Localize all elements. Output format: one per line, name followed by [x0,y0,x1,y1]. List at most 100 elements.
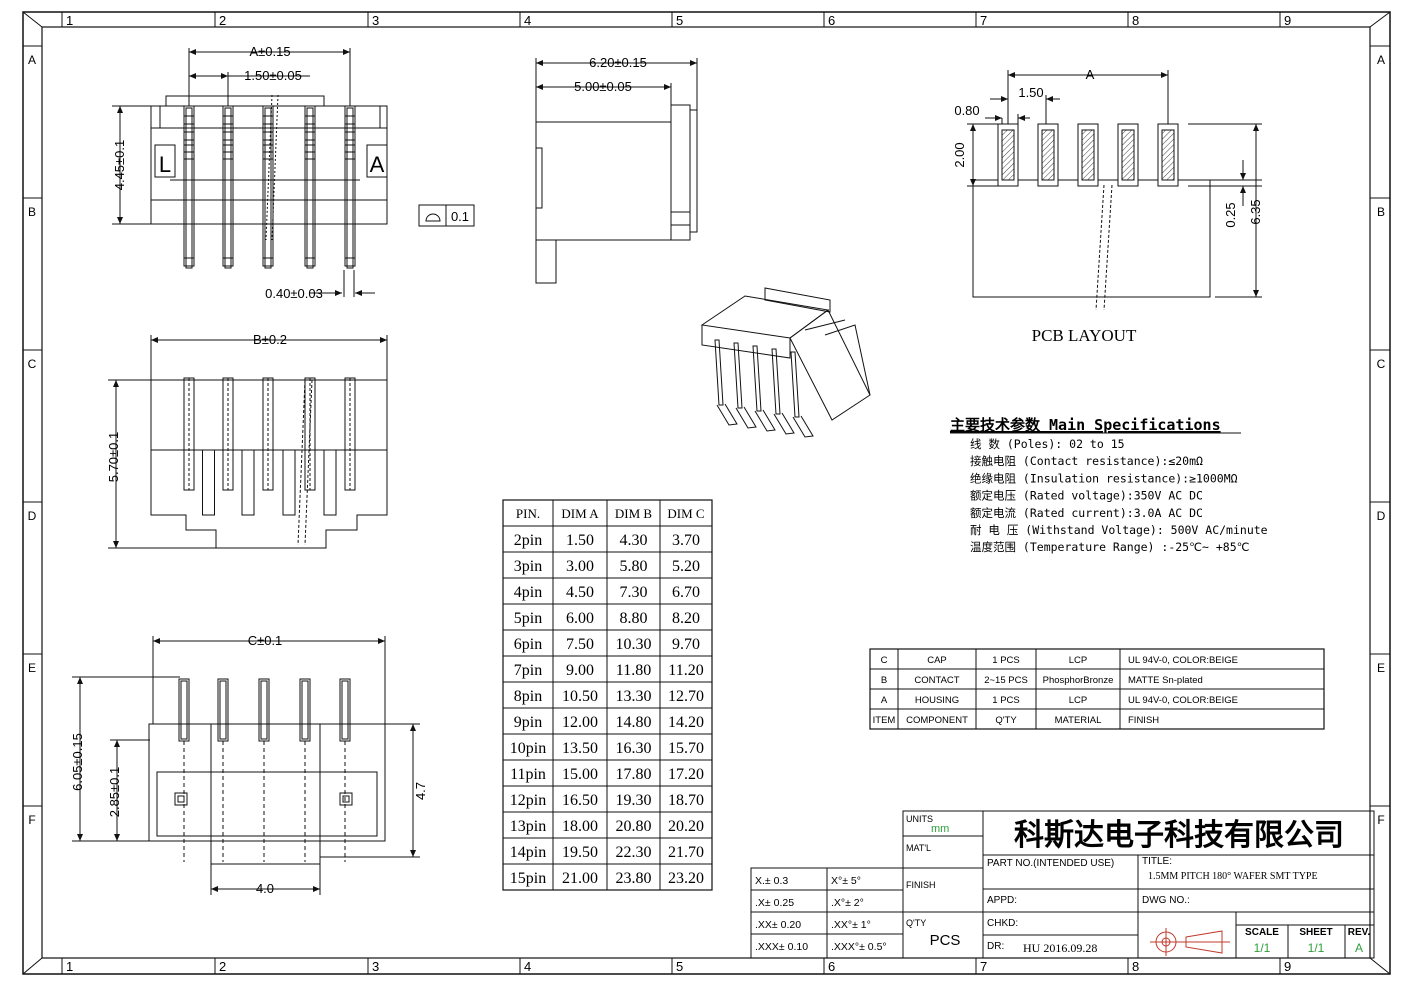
tolerance-linear: .X± 0.25 [755,897,794,909]
bom-cell: C [881,655,888,666]
dim-table-cell: 8.20 [672,610,700,627]
dim-table-cell: 4.30 [620,532,648,549]
qty-label: Q'TY [906,918,926,928]
dim-table-cell: 19.30 [616,792,652,809]
bottom-dim-total: 6.05±0.15 [70,733,85,791]
tolerance-angular: X°± 5° [831,875,861,887]
dim-table-pin-cell: 3pin [514,558,542,575]
bottom-dim-c: C±0.1 [248,633,283,648]
specs-title: 主要技术参数 Main Specifications [950,416,1221,434]
frame-col-number: 8 [1132,959,1139,974]
dim-table-cell: 12.00 [562,714,598,731]
frame-col-number: 1 [66,13,73,28]
units-label: UNITS [906,814,933,824]
bom-cell: 1 PCS [992,655,1019,666]
dim-table-header: DIM B [615,506,653,521]
pcb-pad [1121,129,1135,181]
dim-table-cell: 9.00 [566,662,594,679]
top-view [112,48,388,297]
side-view [535,58,698,284]
dim-table-cell: 6.70 [672,584,700,601]
isometric-pin [790,351,800,418]
dim-table-pin-cell: 5pin [514,610,542,627]
bottom-dim-right: 4.7 [413,782,428,800]
isometric-view [700,287,871,438]
top-dim-pin: 0.40±0.03 [265,286,323,301]
dim-table-cell: 11.20 [668,662,703,679]
dim-table-cell: 23.80 [616,870,652,887]
dim-table-cell: 4.50 [566,584,594,601]
dim-table-cell: 20.80 [616,818,652,835]
frame-col-number: 6 [828,13,835,28]
frame-col-number: 5 [676,13,683,28]
dim-table-cell: 22.30 [616,844,652,861]
drawing-number-label: DWG NO.: [1142,895,1190,906]
dim-table-cell: 23.20 [668,870,704,887]
dim-table-cell: 16.50 [562,792,598,809]
dim-table-cell: 16.30 [616,740,652,757]
spec-line: 额定电压 (Rated voltage):350V AC DC [970,489,1203,503]
spec-line: 额定电流 (Rated current):3.0A AC DC [970,506,1203,520]
top-view-pin [304,105,316,267]
dim-table-cell: 17.80 [616,766,652,783]
dim-table-pin-cell: 10pin [510,740,546,757]
pcb-layout-view [967,70,1262,311]
revision-value: A [1355,941,1363,955]
dim-table-pin-cell: 14pin [510,844,546,861]
dim-table-cell: 9.70 [672,636,700,653]
checked-label: CHKD: [987,918,1018,929]
dim-table-cell: 13.50 [562,740,598,757]
pcb-dim-pad-width: 0.80 [954,103,979,118]
spec-line: 耐 电 压 (Withstand Voltage): 500V AC/minut… [970,523,1268,537]
tolerance-linear: .XX± 0.20 [755,919,801,931]
title-label: TITLE: [1142,856,1172,867]
pcb-dim-a: A [1086,67,1095,82]
dim-table-cell: 8.80 [620,610,648,627]
bom-cell: HOUSING [915,695,959,706]
qty-value: PCS [930,932,961,949]
top-view-pin [262,105,274,267]
dim-table-cell: 7.50 [566,636,594,653]
pcb-pad [1001,129,1015,181]
isometric-pin [714,339,724,406]
frame-row-letter: B [28,205,36,219]
dim-table-header: DIM C [667,506,704,521]
dim-table-cell: 19.50 [562,844,598,861]
bom-cell: Q'TY [995,715,1017,726]
isometric-pin [771,348,781,415]
bom-cell: CAP [927,655,947,666]
spec-line: 接触电阻 (Contact resistance):≤20mΩ [970,454,1203,468]
scale-label: SCALE [1245,927,1279,938]
bom-cell: 1 PCS [992,695,1019,706]
isometric-pin [752,345,762,412]
front-dim-height: 5.70±0.1 [106,432,121,483]
front-dim-b: B±0.2 [253,332,287,347]
dim-table-cell: 21.70 [668,844,704,861]
pcb-pad [1161,129,1175,181]
dim-table-cell: 13.30 [616,688,652,705]
bom-cell: LCP [1069,695,1087,706]
bom-cell: FINISH [1128,715,1159,726]
frame-col-number: 7 [980,959,987,974]
dim-table-cell: 3.70 [672,532,700,549]
front-view [108,335,388,549]
bom-cell: COMPONENT [906,715,968,726]
dim-table-pin-cell: 11pin [510,766,546,783]
dim-table-cell: 14.20 [668,714,704,731]
sheet-label: SHEET [1299,927,1332,938]
frame-col-number: 4 [524,959,531,974]
tolerance-angular: .XXX°± 0.5° [831,941,887,953]
frame-col-number: 3 [372,959,379,974]
scale-value: 1/1 [1254,941,1271,955]
material-label: MAT'L [906,843,931,853]
pcb-dim-pitch: 1.50 [1018,85,1043,100]
dim-table-cell: 10.50 [562,688,598,705]
dim-table-cell: 21.00 [562,870,598,887]
frame-col-number: 8 [1132,13,1139,28]
side-dim-body: 5.00±0.05 [574,79,632,94]
polarity-mark-left: L [159,152,171,177]
